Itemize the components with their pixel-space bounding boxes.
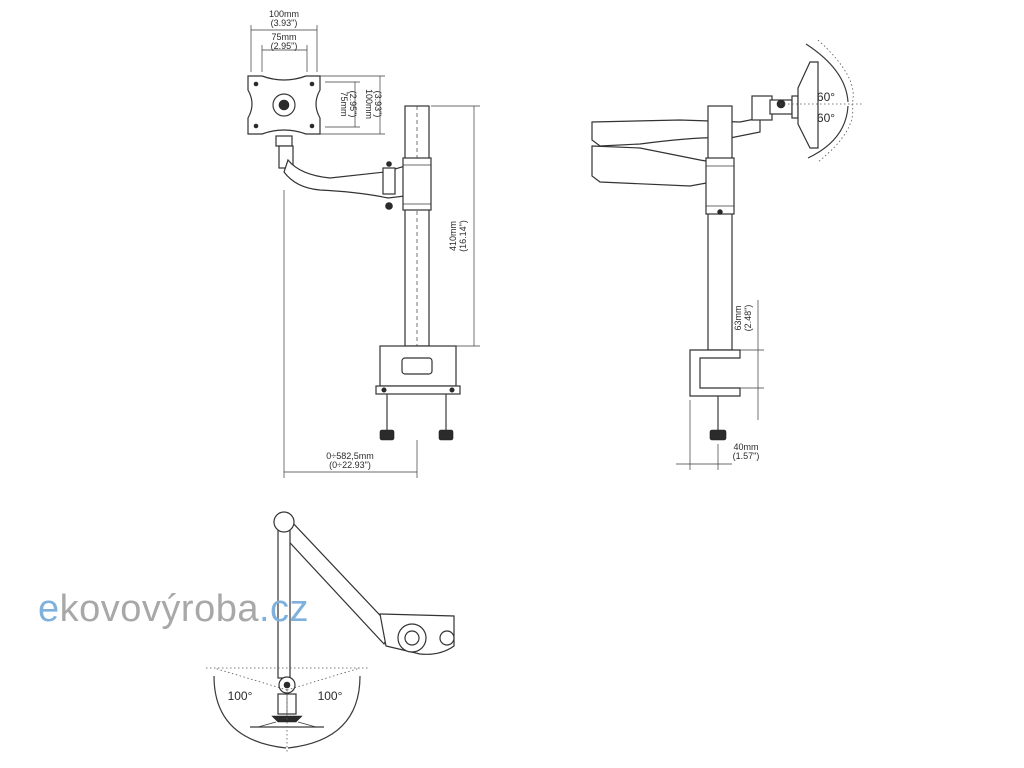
clamp-depth-label: 40mm [733,442,758,452]
side-arm [591,117,761,147]
tilt-down-label: 60° [817,111,835,125]
side-pole [707,105,733,351]
vesa-outer-inch-label: (3.93") [271,18,298,28]
front-view: 100mm (3.93") 75mm (2.95") 75mm (2.95") … [247,9,480,478]
swivel-right-label: 100° [318,689,343,703]
reach-inch-label: (0÷22.93") [329,460,371,470]
vesa-v-inner-inch-label: (2.95") [348,91,358,118]
vesa-inner-inch-label: (2.95") [271,41,298,51]
vesa-inner-label: 75mm [271,32,296,42]
pole-height-inch-label: (16.14") [458,220,468,252]
front-arm [283,158,406,199]
vesa-v-inner-label: 75mm [339,91,349,116]
swivel-left-label: 100° [228,689,253,703]
side-clamp [689,349,741,397]
side-view: 60° 60° 63mm (2.48") 40mm (1.57") [591,39,862,470]
pole-height-label: 410mm [448,221,458,251]
vesa-v-outer-inch-label: (3.93") [373,91,383,118]
tilt-up-label: 60° [817,90,835,104]
clamp-height-label: 63mm [733,305,743,330]
logo-cz: .cz [258,588,310,630]
clamp-height-inch-label: (2.48") [743,305,753,332]
ekovovyroba-logo: ekovovýroba.cz [38,588,309,631]
clamp-depth-inch-label: (1.57") [733,451,760,461]
vesa-v-outer-label: 100mm [364,89,374,119]
logo-e: e [38,588,60,630]
vesa-outer-label: 100mm [269,9,299,19]
top-view: 100° 100° [206,511,455,752]
logo-kovovyroba: kovovýroba [59,588,259,630]
reach-label: 0÷582,5mm [326,451,373,461]
